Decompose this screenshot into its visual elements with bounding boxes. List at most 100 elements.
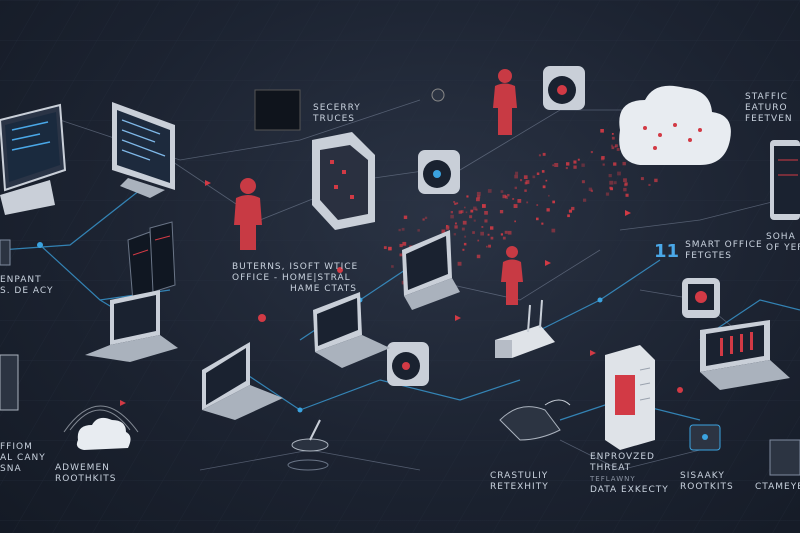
threat-particle bbox=[417, 229, 420, 232]
threat-particle bbox=[588, 187, 593, 191]
threat-particle bbox=[542, 152, 546, 156]
threat-particle bbox=[583, 198, 587, 202]
cloud-icon bbox=[63, 405, 139, 450]
threat-particle bbox=[477, 195, 481, 199]
label-ctamey: CTAMEYE bbox=[755, 482, 800, 492]
threat-particle bbox=[525, 180, 530, 184]
threat-particle bbox=[484, 219, 488, 223]
security-camera-icon bbox=[254, 88, 445, 131]
label-sisaaky-rootkits: SISAAKY ROOTKITS bbox=[680, 471, 734, 492]
threat-particle bbox=[623, 187, 627, 192]
threat-particle bbox=[450, 211, 453, 214]
threat-particle bbox=[461, 227, 465, 231]
lock-icon bbox=[689, 424, 800, 476]
threat-particle bbox=[581, 163, 585, 167]
threat-particle bbox=[538, 154, 541, 157]
threat-particle bbox=[536, 172, 540, 175]
security-camera-icon bbox=[682, 278, 720, 318]
threat-particle bbox=[573, 160, 577, 164]
threat-particle bbox=[611, 146, 615, 150]
threat-particle bbox=[487, 189, 492, 193]
threat-particle bbox=[486, 245, 488, 248]
threat-particle bbox=[424, 216, 428, 219]
threat-particle bbox=[573, 165, 577, 169]
threat-particle bbox=[507, 230, 512, 235]
security-camera-icon bbox=[543, 66, 585, 110]
threat-particle bbox=[475, 208, 478, 211]
threat-particle bbox=[399, 253, 403, 257]
threat-particle bbox=[499, 210, 504, 214]
threat-particle bbox=[383, 246, 387, 249]
threat-particle bbox=[480, 231, 484, 236]
threat-particle bbox=[473, 206, 477, 211]
threat-particle bbox=[476, 197, 480, 202]
threat-particle bbox=[513, 204, 518, 208]
person-icon bbox=[501, 246, 523, 305]
threat-particle bbox=[484, 211, 488, 215]
threat-particle bbox=[610, 187, 613, 191]
threat-particle bbox=[600, 129, 604, 133]
label-adwewen-rootkits: ADWEMEN ROOTHKITS bbox=[55, 463, 117, 484]
threat-particle bbox=[536, 217, 539, 221]
threat-particle bbox=[463, 242, 467, 246]
threat-particle bbox=[611, 133, 614, 135]
person-icon bbox=[234, 178, 262, 250]
threat-particle bbox=[623, 178, 627, 183]
threat-particle bbox=[462, 248, 465, 251]
threat-particle bbox=[542, 185, 546, 189]
label-staffic-features: STAFFIC EATURO FEETVEN bbox=[745, 92, 793, 124]
threat-particle bbox=[648, 183, 651, 186]
threat-particle bbox=[565, 167, 568, 170]
threat-particle bbox=[532, 175, 536, 179]
threat-particle bbox=[473, 219, 476, 222]
monitor-icon bbox=[112, 102, 175, 198]
threat-particle bbox=[548, 194, 550, 197]
threat-particle bbox=[388, 246, 392, 251]
threat-particle bbox=[422, 218, 425, 221]
threat-particle bbox=[502, 194, 506, 199]
threat-particle bbox=[617, 171, 621, 176]
threat-particle bbox=[524, 189, 527, 192]
threat-particle bbox=[441, 229, 446, 234]
threat-particle bbox=[466, 195, 469, 198]
threat-particle bbox=[488, 244, 491, 248]
threat-particle bbox=[546, 208, 550, 212]
threat-particle bbox=[464, 235, 467, 238]
threat-particle bbox=[567, 214, 570, 218]
threat-particle bbox=[453, 233, 456, 236]
threat-particle bbox=[554, 163, 559, 167]
threat-particle bbox=[624, 182, 628, 186]
threat-particle bbox=[611, 136, 615, 140]
threat-particle bbox=[541, 170, 545, 173]
server-icon bbox=[312, 132, 375, 230]
threat-particle bbox=[536, 204, 539, 206]
threat-particle bbox=[500, 233, 503, 236]
server-icon bbox=[605, 345, 655, 450]
threat-particle bbox=[640, 177, 644, 181]
threat-particle bbox=[398, 228, 401, 232]
threat-particle bbox=[514, 186, 517, 190]
threat-particle bbox=[500, 190, 504, 193]
label-sona: SOHA OF YEFE bbox=[766, 232, 800, 253]
threat-particle bbox=[477, 239, 480, 242]
threat-particle bbox=[490, 236, 494, 240]
label-crastuly: CRASTULIY RETEXHITY bbox=[490, 471, 549, 492]
threat-particle bbox=[608, 174, 612, 178]
label-left-bottom: FFIOM AL CANY SNA bbox=[0, 442, 46, 474]
threat-particle bbox=[622, 161, 626, 166]
threat-particle bbox=[391, 265, 394, 268]
threat-particle bbox=[616, 148, 620, 151]
threat-particle bbox=[472, 231, 475, 234]
label-home-office: BUTERNS, ISOFT WTICE OFFICE - HOME|STRAL… bbox=[232, 262, 359, 294]
threat-particle bbox=[515, 171, 519, 175]
laptop-icon bbox=[402, 230, 460, 310]
laptop-icon bbox=[202, 342, 283, 420]
threat-particle bbox=[610, 144, 613, 147]
threat-particle bbox=[552, 200, 555, 204]
threat-particle bbox=[465, 211, 468, 214]
smart-office-number: 11 bbox=[654, 240, 680, 262]
threat-particle bbox=[454, 202, 457, 205]
threat-particle bbox=[505, 196, 508, 199]
threat-particle bbox=[462, 220, 467, 225]
threat-particle bbox=[402, 241, 407, 246]
